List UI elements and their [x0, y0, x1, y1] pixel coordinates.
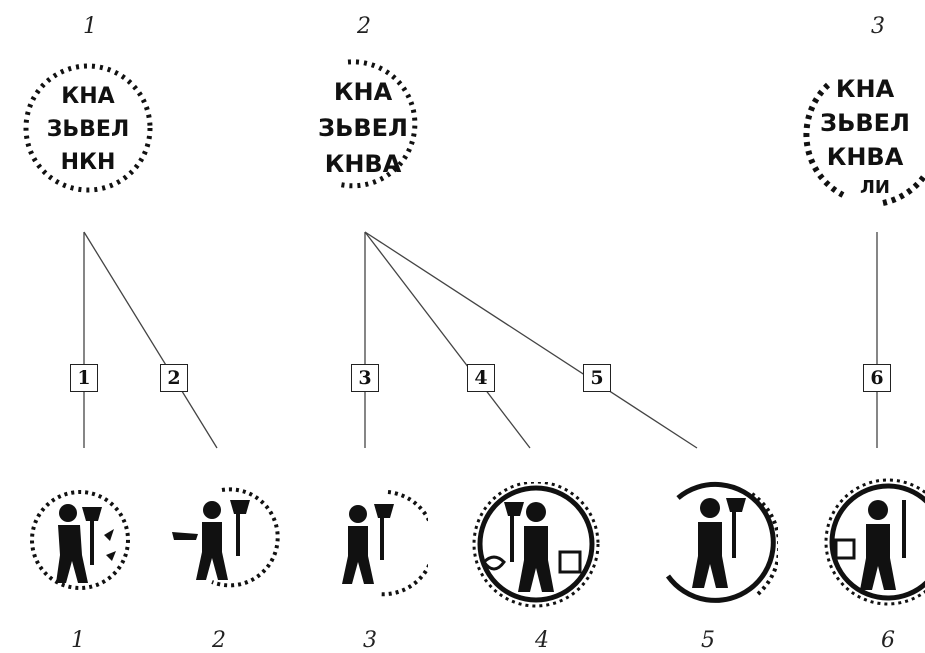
seal-1: КНА ЗЬВЕЛ НКН — [18, 58, 158, 198]
seal-1-line-1: КНА — [61, 84, 114, 109]
link-label-5: 5 — [583, 364, 611, 392]
bottom-number-4: 4 — [535, 628, 549, 653]
link-label-2: 2 — [160, 364, 188, 392]
seal-3-line-4: ЛИ — [860, 177, 890, 198]
top-number-3: 3 — [871, 14, 885, 39]
link-label-3: 3 — [351, 364, 379, 392]
link-label-6: 6 — [863, 364, 891, 392]
seal-2-line-2: ЗЬВЕЛ — [318, 114, 408, 142]
seal-1-line-3: НКН — [61, 150, 116, 175]
top-number-2: 2 — [357, 14, 371, 39]
bottom-number-3: 3 — [363, 628, 377, 653]
seal-2: КНА ЗЬВЕЛ КНВА — [298, 52, 438, 197]
link-label-4: 4 — [467, 364, 495, 392]
coin-4 — [470, 482, 602, 610]
seal-3: КНА ЗЬВЕЛ КНВА ЛИ — [803, 55, 925, 210]
bottom-number-6: 6 — [881, 628, 895, 653]
seal-3-line-1: КНА — [836, 75, 895, 103]
seal-1-line-2: ЗЬВЕЛ — [47, 117, 129, 142]
seal-3-line-2: ЗЬВЕЛ — [820, 109, 910, 137]
seal-2-line-3: КНВА — [325, 150, 402, 178]
top-number-1: 1 — [83, 14, 97, 39]
seal-2-line-1: КНА — [334, 78, 393, 106]
seal-3-line-3: КНВА — [827, 143, 904, 171]
bottom-number-1: 1 — [71, 628, 85, 653]
coin-5 — [648, 476, 778, 606]
bottom-number-5: 5 — [701, 628, 715, 653]
coin-2 — [162, 482, 282, 594]
coin-1 — [20, 485, 140, 595]
coin-3 — [318, 482, 428, 600]
bottom-number-2: 2 — [212, 628, 226, 653]
coin-6 — [818, 476, 925, 606]
link-label-1: 1 — [70, 364, 98, 392]
